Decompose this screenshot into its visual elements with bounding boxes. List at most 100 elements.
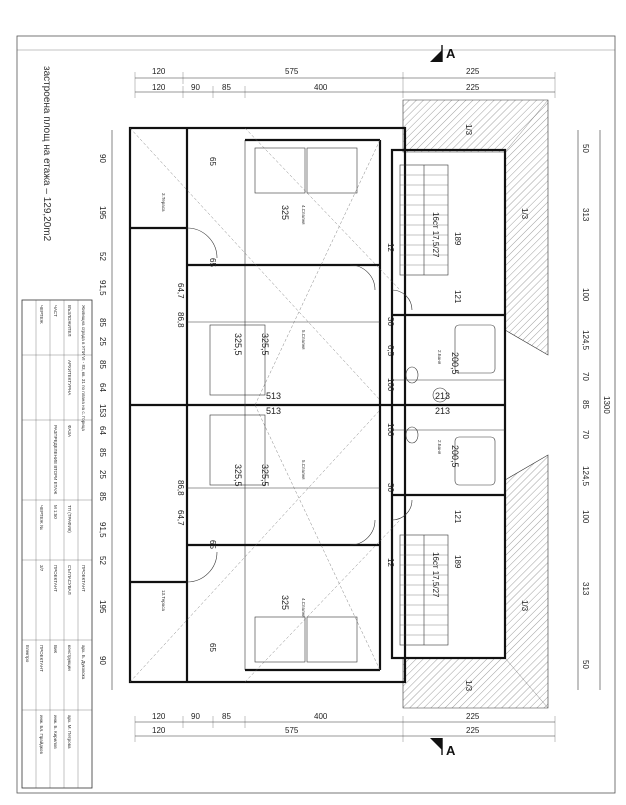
dimension-label: 65 <box>208 157 217 166</box>
room-labels: 4.Спалня 5.Спалня 2.Баня 3.Тераса 4.Спал… <box>161 193 442 618</box>
dimension-label: 65 <box>208 258 217 267</box>
dimension-label: 225 <box>466 726 480 735</box>
dimension-label: 189 <box>453 232 462 246</box>
dim-top-120: 120 <box>152 67 166 76</box>
dimension-label: 64,7 <box>176 510 185 526</box>
dimension-label: 124,5 <box>581 466 590 487</box>
dimension-label: 65 <box>208 540 217 549</box>
dimension-label: 25 <box>98 470 107 479</box>
title-block-label: ПРОЕКТАНТ <box>53 565 58 592</box>
dimension-label: 86,8 <box>176 480 185 496</box>
bottom-dimensions: 120 90 85 400 225 120 575 225 <box>134 712 556 742</box>
dimension-label: 153 <box>98 404 107 418</box>
title-block: Жилищна сграда в УПИ VI - 83, кв. 31 по … <box>21 299 93 789</box>
dimension-label: 36 <box>386 483 395 492</box>
dimension-label: 12 <box>386 243 395 252</box>
title-block-name: инж. Бл. Прайдков <box>39 715 45 754</box>
dimension-label: 85 <box>98 318 107 327</box>
top-dimensions: 120 575 225 120 90 85 400 225 <box>134 67 556 98</box>
dimension-label: 124,5 <box>581 330 590 351</box>
dimension-label: 121 <box>453 510 462 524</box>
dimension-label: 100 <box>386 378 395 392</box>
dimension-label: 52 <box>98 252 107 261</box>
title-block-label: ЧЕРТЕЖ № <box>39 505 44 530</box>
dimension-label: 85 <box>98 492 107 501</box>
dimension-label: 325,5 <box>260 464 270 487</box>
dimension-label: 213 <box>435 406 450 416</box>
dimension-label: 65 <box>208 643 217 652</box>
title-block-name: инж. Б. Кирилов <box>53 715 58 749</box>
title-block-sheet-title: РАЗПРЕДЕЛЕНИЕ ВТОРИ ЕТАЖ <box>53 425 58 495</box>
sheet-border <box>16 35 616 794</box>
dimension-label: 1/3 <box>520 600 529 612</box>
section-marker-top: A <box>430 45 456 62</box>
title-block-label: ЧЕРТЕЖ <box>39 305 44 325</box>
dimension-label: A <box>446 46 456 61</box>
dimension-label: 325,5 <box>260 333 270 356</box>
title-block-role: конструкции <box>67 645 72 671</box>
dimension-label: 91,5 <box>98 280 107 296</box>
building-walls <box>128 126 507 684</box>
dimension-label: 50 <box>581 144 590 153</box>
title-block-label: ПРОЕКТАНТ <box>39 645 44 672</box>
dimension-label: 200,5 <box>450 445 460 468</box>
dimension-label: 313 <box>581 208 590 222</box>
title-block-label: ПРОЕКТАНТ <box>81 565 86 592</box>
furniture-beds <box>209 147 358 663</box>
dimension-label: 513 <box>266 391 281 401</box>
title-block-name: арх. М. Петрова <box>67 715 72 749</box>
title-block-phase: ТП (ТРАФИК) <box>67 505 72 533</box>
interior-dimensions: 325 325 325,5 325,5 325,5 325,5 513 513 … <box>176 124 529 692</box>
title-block-name: арх. Б. Дуковска <box>81 645 86 680</box>
dimension-label: 70 <box>581 430 590 439</box>
title-block-label: ВЪЗЛОЖИТЕЛ <box>67 305 72 336</box>
dimension-label: 120 <box>152 712 166 721</box>
dimension-label: 325 <box>280 205 290 220</box>
dimension-label: 70 <box>581 372 590 381</box>
title-block-scale: М 1:50 <box>53 505 58 519</box>
dimension-label: 64,7 <box>176 283 185 299</box>
dimension-label: 90 <box>98 154 107 163</box>
dim-top-575: 575 <box>285 67 299 76</box>
dimension-label: 6,5 <box>386 345 395 357</box>
room-label: 2.Баня <box>437 350 442 365</box>
room-label: 4.Спалня <box>301 598 306 618</box>
dimension-label: 85 <box>98 360 107 369</box>
dimension-label: 90 <box>98 656 107 665</box>
room-label: 3.Тераса <box>161 193 166 212</box>
dimension-label: 91,5 <box>98 522 107 538</box>
title-block-project: Жилищна сграда в УПИ VI - 83, кв. 31 по … <box>81 305 86 431</box>
dimension-label: 1300 <box>602 396 611 414</box>
title-block-role: ВиК <box>53 645 58 654</box>
dimension-label: 1/3 <box>464 124 473 136</box>
dimension-label: 1/3 <box>520 208 529 220</box>
dimension-label: 16ст 17,5/27 <box>431 212 440 258</box>
dimension-label: 121 <box>453 290 462 304</box>
dimension-label: 400 <box>314 712 328 721</box>
dimension-label: 100 <box>386 423 395 437</box>
dimension-label: 313 <box>581 582 590 596</box>
dimension-label: 325,5 <box>233 464 243 487</box>
dimension-label: 225 <box>466 83 480 92</box>
dimension-label: 513 <box>266 406 281 416</box>
dimension-label: 52 <box>98 556 107 565</box>
dimension-label: 85 <box>222 712 231 721</box>
dimension-label: 85 <box>98 448 107 457</box>
title-block-role: Електро <box>25 645 30 663</box>
dimension-label: 213 <box>435 391 450 401</box>
door-swings <box>186 227 413 583</box>
bathroom-fixtures <box>405 324 496 486</box>
dimension-label: 400 <box>314 83 328 92</box>
area-title: застроена площ на етажа – 129,20m2 <box>41 66 52 242</box>
dimension-label: 189 <box>453 555 462 569</box>
dimension-label: 64 <box>98 383 107 392</box>
room-label: 2.Баня <box>437 440 442 455</box>
dimension-label: 12 <box>386 558 395 567</box>
title-block-sheet-no: 3/7 <box>39 565 44 572</box>
dimension-label: 86,8 <box>176 312 185 328</box>
dimension-label: 195 <box>98 600 107 614</box>
section-marker-bottom: A <box>430 738 456 758</box>
dimension-label: 325 <box>280 595 290 610</box>
